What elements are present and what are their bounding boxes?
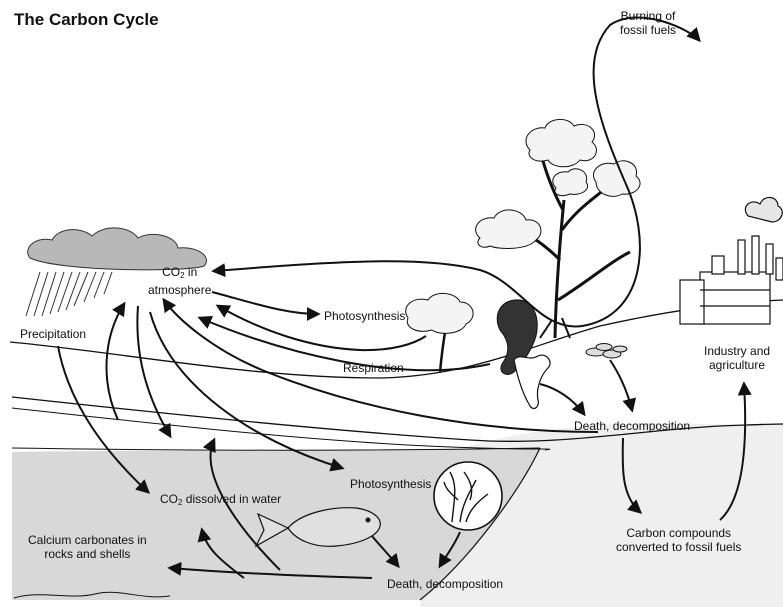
- label-burning-line1: Burning of: [620, 9, 676, 23]
- label-photosynthesis-land: Photosynthesis: [324, 309, 405, 323]
- arrow-litter-death: [610, 360, 632, 410]
- label-carbon-line1: Carbon compounds: [616, 526, 741, 540]
- label-industry-line1: Industry and: [704, 344, 770, 358]
- label-death-decomposition-water: Death, decomposition: [387, 577, 503, 591]
- label-burning-fossil-fuels: Burning of fossil fuels: [620, 9, 676, 37]
- label-co2-atm-line2: atmosphere: [148, 283, 211, 297]
- arrow-animal-death: [540, 384, 584, 414]
- label-co2-atm-line1: CO2 in: [148, 265, 211, 283]
- label-calcium-carbonates: Calcium carbonates in rocks and shells: [28, 533, 147, 561]
- label-industry-line2: agriculture: [704, 358, 770, 372]
- label-calcium-line1: Calcium carbonates in: [28, 533, 147, 547]
- label-carbon-compounds: Carbon compounds converted to fossil fue…: [616, 526, 741, 554]
- leaf-litter: [586, 344, 627, 359]
- diagram-title: The Carbon Cycle: [14, 10, 159, 30]
- squirrel: [497, 300, 550, 409]
- arrow-ocean-release: [107, 304, 124, 420]
- label-respiration: Respiration: [343, 361, 404, 375]
- label-photosynthesis-water: Photosynthesis: [350, 477, 431, 491]
- label-carbon-line2: converted to fossil fuels: [616, 540, 741, 554]
- factory: [680, 197, 783, 324]
- label-co2-dissolved: CO2 dissolved in water: [160, 492, 281, 510]
- label-burning-line2: fossil fuels: [620, 23, 676, 37]
- label-co2-atmosphere: CO2 in atmosphere: [148, 265, 211, 297]
- label-precipitation: Precipitation: [20, 327, 86, 341]
- label-industry-agriculture: Industry and agriculture: [704, 344, 770, 372]
- label-calcium-line2: rocks and shells: [28, 547, 147, 561]
- small-tree: [406, 293, 473, 372]
- large-tree: [476, 119, 640, 338]
- label-death-decomposition-land: Death, decomposition: [574, 419, 690, 433]
- seaweed-magnifier: [434, 462, 502, 530]
